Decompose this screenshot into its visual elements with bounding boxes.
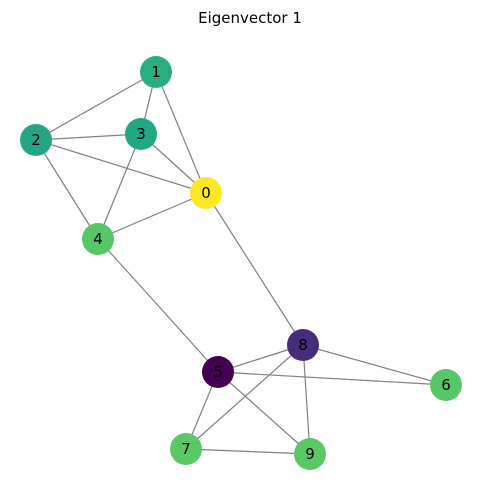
- node-circle-5: [202, 356, 234, 388]
- node-label-0: 0: [201, 184, 211, 202]
- node-circle-9: [294, 438, 326, 470]
- figure-title: Eigenvector 1: [198, 9, 302, 27]
- node-circle-6: [430, 369, 462, 401]
- node-circle-4: [82, 223, 114, 255]
- edge-2-4: [35, 139, 99, 240]
- edge-4-5: [97, 238, 219, 373]
- node-circle-3: [125, 118, 157, 150]
- edge-3-4: [97, 133, 142, 240]
- edge-1-2: [35, 71, 157, 141]
- node-label-9: 9: [305, 445, 315, 463]
- edge-1-0: [155, 71, 207, 194]
- node-5: 5: [202, 356, 234, 388]
- node-label-8: 8: [298, 336, 308, 354]
- node-8: 8: [287, 329, 319, 361]
- edge-7-9: [185, 448, 311, 455]
- node-circle-1: [140, 56, 172, 88]
- node-6: 6: [430, 369, 462, 401]
- edge-5-9: [217, 371, 311, 455]
- edge-layer: [35, 71, 447, 455]
- edge-8-6: [302, 344, 447, 386]
- node-label-3: 3: [136, 125, 146, 143]
- node-0: 0: [190, 177, 222, 209]
- node-circle-7: [170, 433, 202, 465]
- node-label-2: 2: [31, 131, 41, 149]
- node-label-5: 5: [213, 363, 223, 381]
- node-circle-0: [190, 177, 222, 209]
- node-label-7: 7: [181, 440, 191, 458]
- edge-8-7: [185, 344, 304, 450]
- edge-8-9: [302, 344, 311, 455]
- node-label-4: 4: [93, 230, 103, 248]
- edge-2-0: [35, 139, 207, 194]
- node-3: 3: [125, 118, 157, 150]
- edge-0-8: [205, 192, 304, 346]
- node-circle-2: [20, 124, 52, 156]
- edge-5-6: [217, 371, 447, 386]
- node-2: 2: [20, 124, 52, 156]
- node-1: 1: [140, 56, 172, 88]
- node-label-1: 1: [151, 63, 161, 81]
- node-9: 9: [294, 438, 326, 470]
- node-circle-8: [287, 329, 319, 361]
- node-4: 4: [82, 223, 114, 255]
- edge-0-4: [97, 192, 207, 240]
- node-layer: 0 1 2 3 4 5 6 7 8 9: [20, 56, 462, 470]
- edge-2-3: [35, 133, 142, 141]
- node-7: 7: [170, 433, 202, 465]
- node-label-6: 6: [441, 376, 451, 394]
